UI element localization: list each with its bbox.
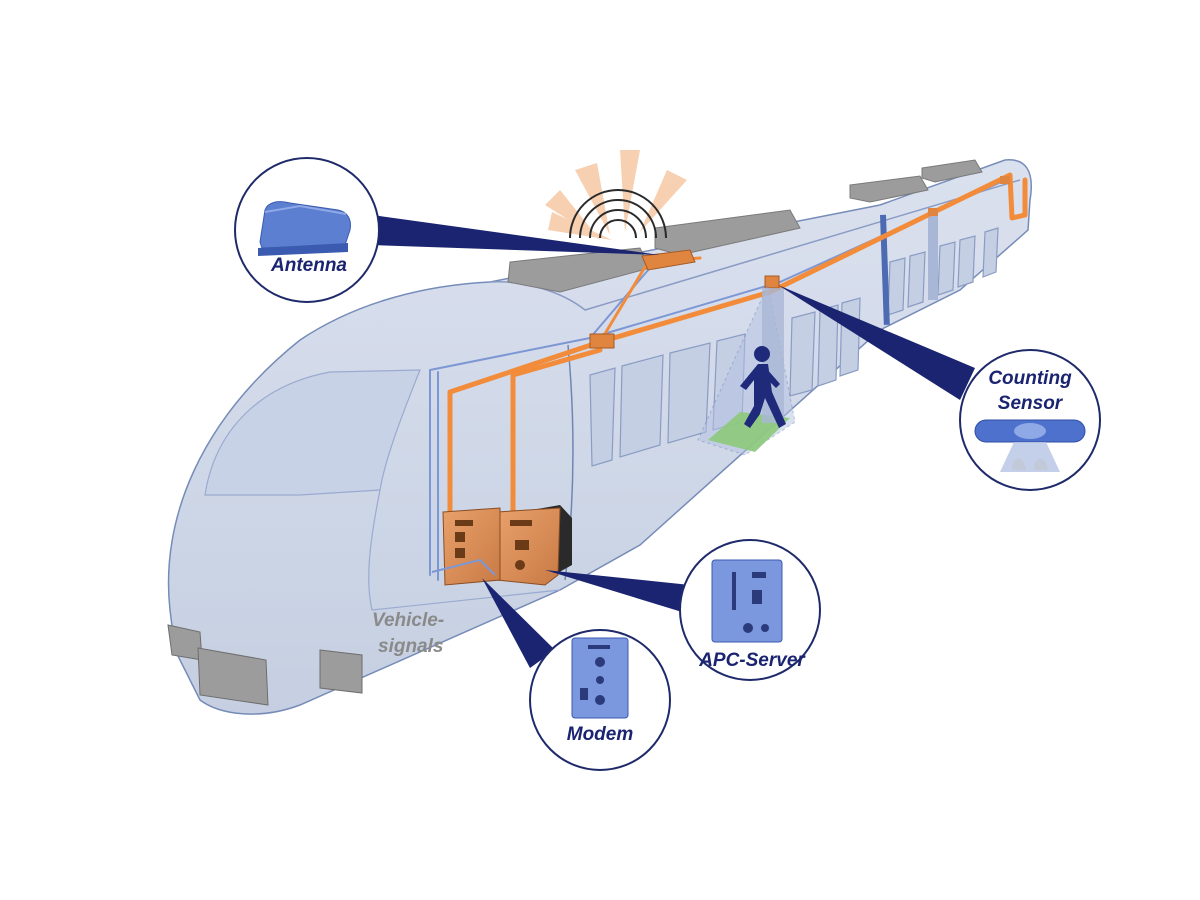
vehicle-signals-label: Vehicle- signals	[372, 610, 444, 657]
callout-modem: Modem	[529, 629, 671, 771]
callout-label-counting: Counting	[988, 368, 1072, 389]
vehicle-signals-line2: signals	[378, 636, 443, 657]
pointer-antenna	[372, 215, 660, 255]
roof-unit-mid	[654, 209, 801, 256]
callout-counting-sensor: Counting Sensor	[959, 349, 1101, 491]
roof-unit-rear2	[921, 159, 983, 183]
onboard-devices	[431, 505, 572, 586]
radio-arcs	[569, 189, 667, 239]
train-headlight-right	[319, 649, 363, 694]
train-illustration	[167, 159, 1032, 715]
pointer-apc-server	[545, 570, 690, 612]
counting-zone	[697, 283, 796, 456]
callout-label-antenna: Antenna	[270, 255, 347, 276]
train-door-stripe	[880, 214, 890, 325]
cable-drop	[510, 347, 603, 518]
train-headlight-left	[197, 647, 269, 706]
pointer-modem	[482, 578, 555, 668]
roof-antenna	[641, 249, 696, 271]
roof-unit-rear1	[849, 175, 929, 203]
callout-apc-server: APC-Server	[679, 539, 821, 681]
train-nose-edge	[368, 489, 561, 611]
modem-icon	[571, 637, 629, 719]
antenna-icon	[258, 201, 351, 256]
device-modem	[442, 507, 501, 586]
callout-pointers	[372, 215, 975, 668]
callout-label-modem: Modem	[567, 724, 634, 745]
callout-antenna: Antenna	[234, 157, 380, 303]
train-door-panel	[928, 215, 938, 300]
pointer-counting-sensor	[778, 285, 975, 400]
vehicle-signals-line1: Vehicle-	[372, 610, 444, 631]
callout-label-sensor: Sensor	[998, 393, 1064, 414]
train-windows	[589, 227, 999, 467]
apc-server-icon	[711, 559, 783, 643]
callout-label-apc-server: APC-Server	[698, 650, 806, 671]
train-windshield	[204, 369, 421, 496]
counting-sensor-icon	[974, 419, 1086, 472]
passenger-icon	[740, 346, 786, 428]
